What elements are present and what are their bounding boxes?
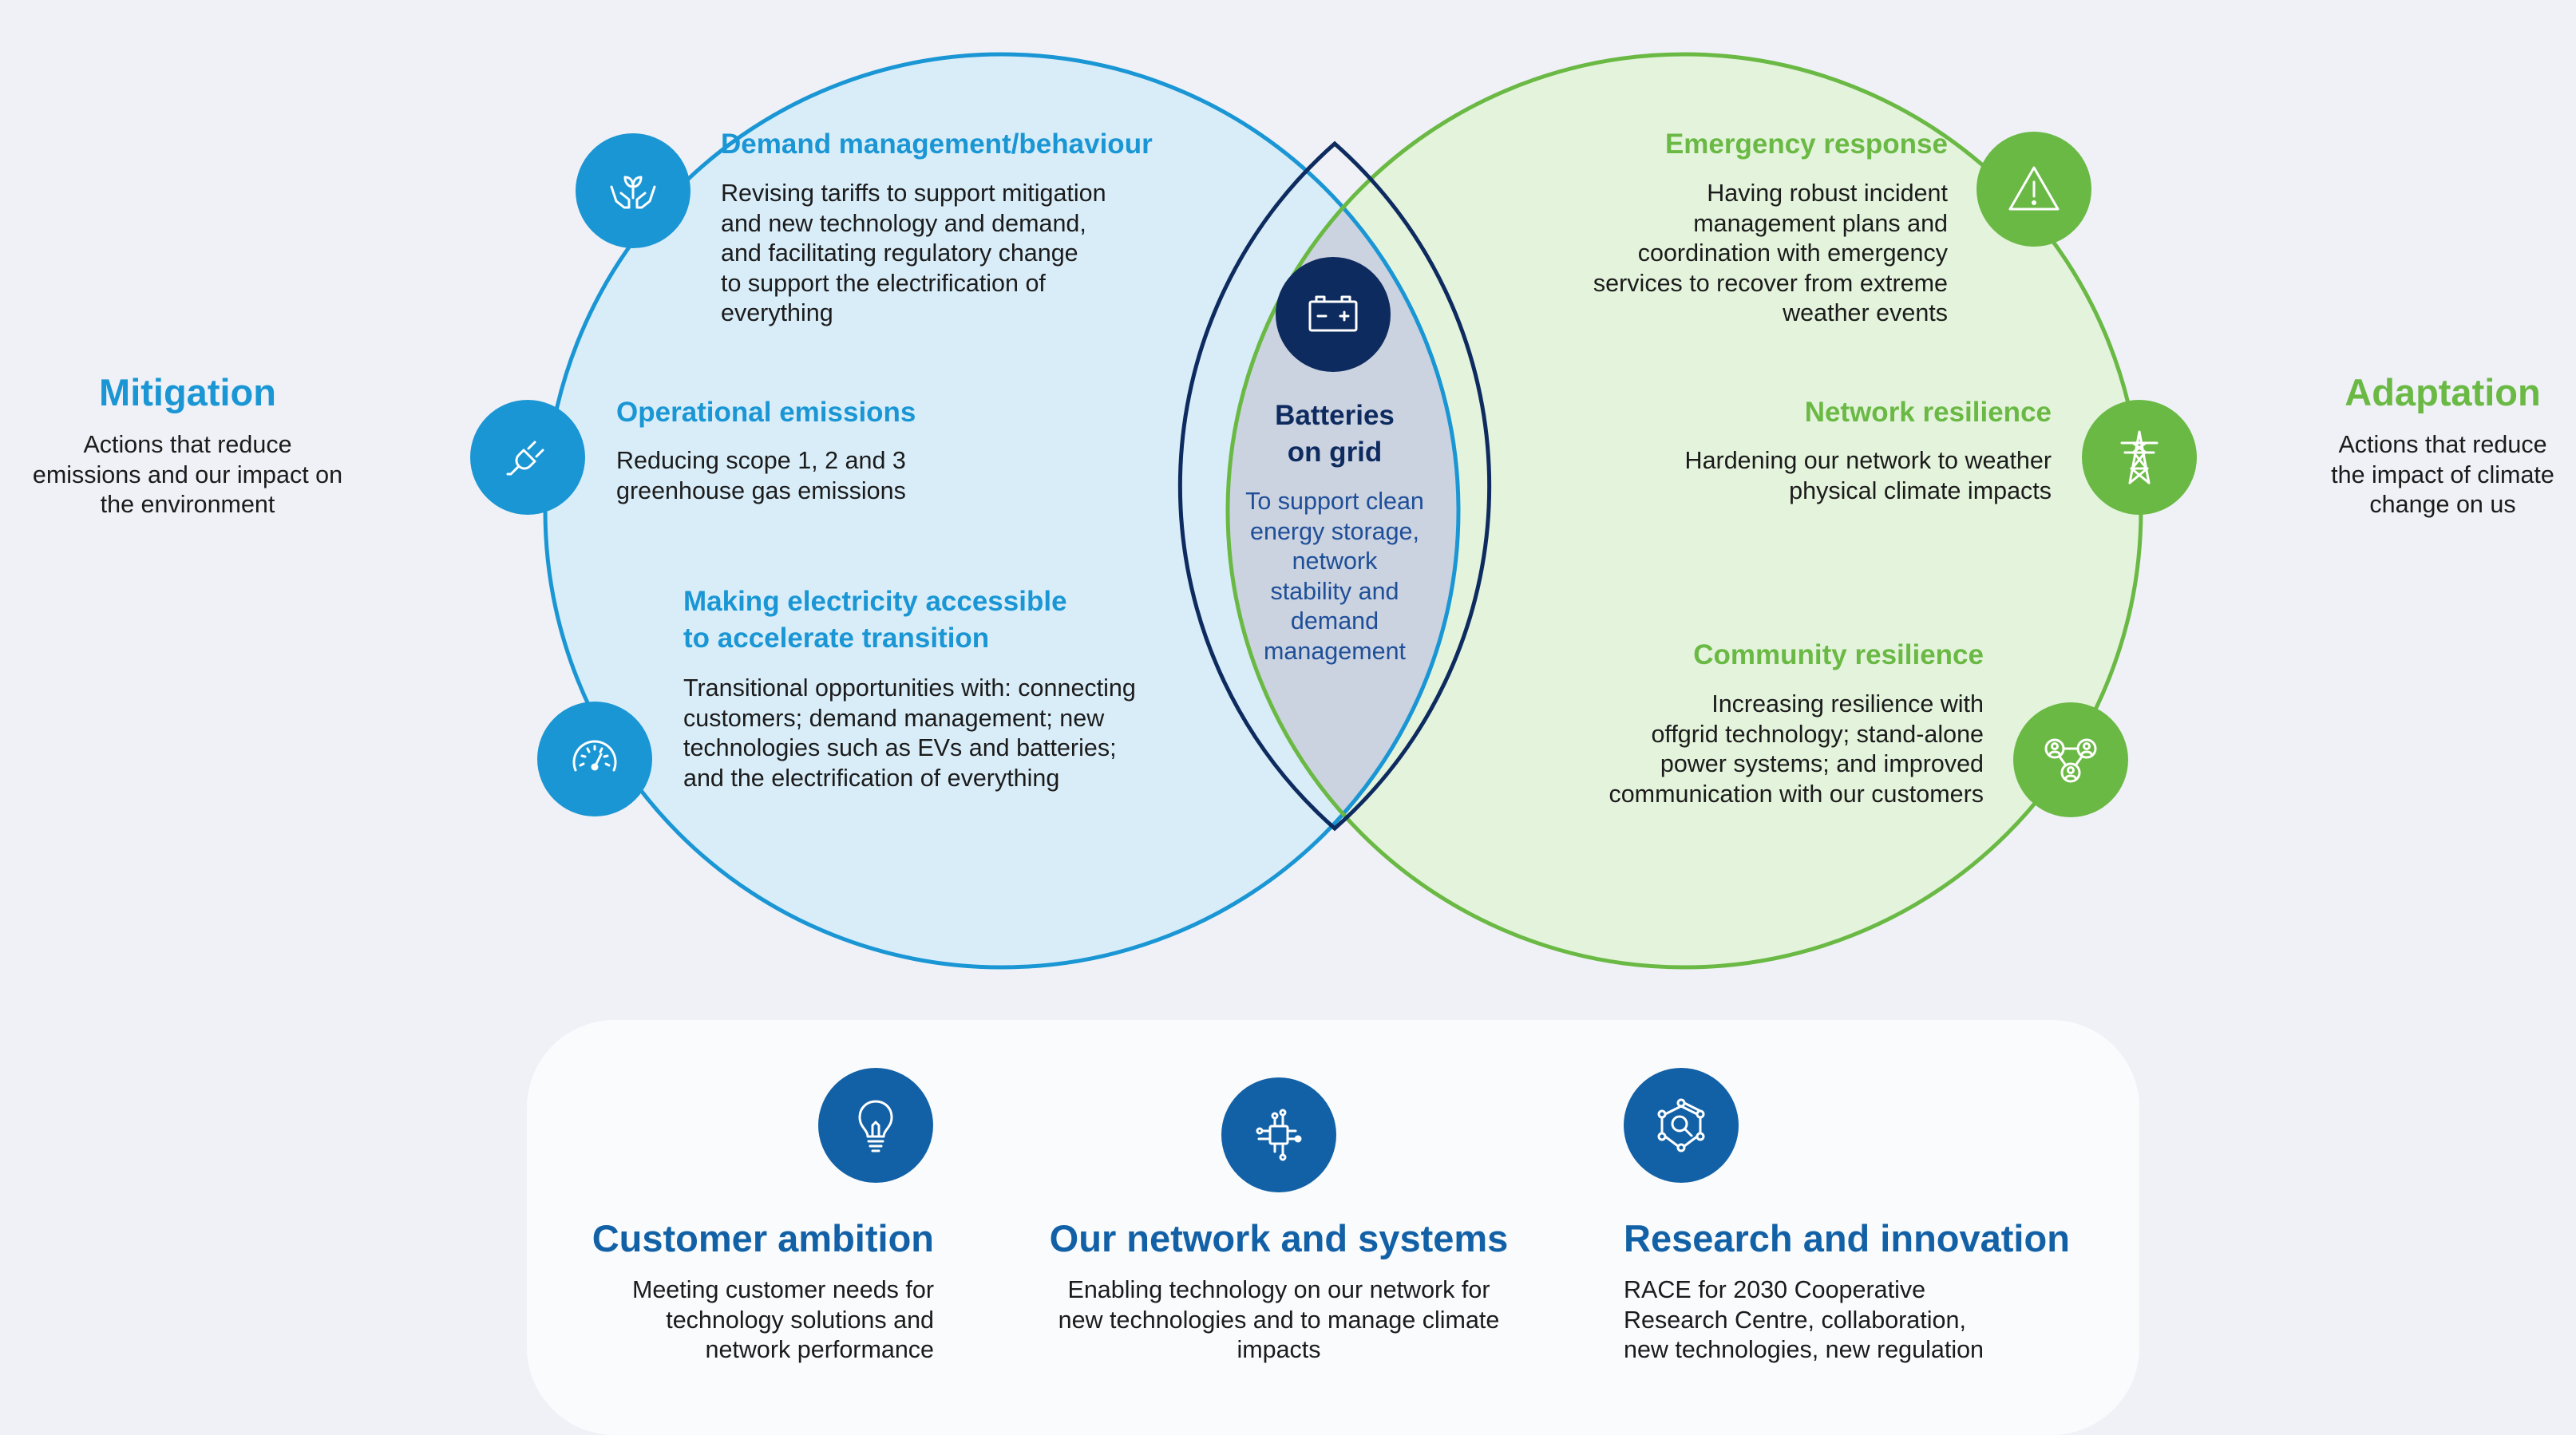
text-line: RACE for 2030 Cooperative: [1624, 1276, 1926, 1303]
research-innovation-title: Research and innovation: [1624, 1217, 2070, 1259]
text-line: services to recover from extreme: [1593, 269, 1948, 297]
operational-emissions-title: Operational emissions: [616, 394, 916, 431]
transmission-tower-icon: [2082, 400, 2197, 515]
electricity-accessible-title: Making electricity accessible to acceler…: [683, 583, 1067, 657]
text-line: Transitional opportunities with: connect…: [683, 674, 1136, 702]
adaptation-description: Actions that reduce the impact of climat…: [2259, 430, 2576, 520]
hands-plant-icon: [576, 133, 690, 248]
batteries-title: Batteries on grid: [1197, 397, 1472, 471]
community-resilience-title: Community resilience: [1505, 637, 1984, 674]
text-line: communication with our customers: [1609, 780, 1984, 808]
text-line: demand: [1290, 607, 1379, 634]
community-icon: [2013, 702, 2128, 817]
demand-management-title: Demand management/behaviour: [721, 126, 1153, 163]
electricity-accessible-body: Transitional opportunities with: connect…: [683, 674, 1136, 793]
text-line: and the electrification of everything: [683, 764, 1060, 792]
operational-emissions-body: Reducing scope 1, 2 and 3 greenhouse gas…: [616, 446, 906, 506]
text-line: Revising tariffs to support mitigation: [721, 180, 1106, 207]
plug-icon: [470, 400, 585, 515]
adaptation-circle: [1228, 54, 2141, 967]
overlap-outline: [1177, 140, 1492, 832]
text-line: Reducing scope 1, 2 and 3: [616, 447, 906, 474]
text-line: To support clean: [1245, 488, 1424, 515]
text-line: Actions that reduce: [83, 431, 292, 458]
text-line: energy storage,: [1250, 517, 1419, 545]
text-line: on grid: [1287, 437, 1383, 468]
text-line: Batteries: [1275, 400, 1395, 431]
pillars-card: [527, 1020, 2139, 1435]
network-systems-title: Our network and systems: [1049, 1217, 1509, 1259]
adaptation-heading: Adaptation: [2345, 371, 2541, 413]
demand-management-body: Revising tariffs to support mitigation a…: [721, 179, 1106, 329]
text-line: new technologies and to manage climate: [1058, 1306, 1500, 1334]
text-line: physical climate impacts: [1789, 476, 2052, 504]
text-line: Network resilience: [1804, 397, 2052, 428]
speedometer-icon: [537, 702, 652, 816]
text-line: the impact of climate: [2331, 461, 2554, 488]
text-line: network: [1292, 548, 1378, 575]
emergency-response-body: Having robust incident management plans …: [1469, 179, 1948, 329]
text-line: to support the electrification of: [721, 269, 1046, 297]
network-resilience-body: Hardening our network to weather physica…: [1573, 446, 2052, 506]
text-line: the environment: [100, 491, 275, 518]
text-line: management plans and: [1693, 209, 1948, 237]
text-line: and new technology and demand,: [721, 209, 1086, 237]
network-resilience-title: Network resilience: [1573, 394, 2052, 431]
text-line: Increasing resilience with: [1711, 690, 1984, 718]
text-line: Enabling technology on our network for: [1067, 1276, 1490, 1303]
customer-ambition-body: Meeting customer needs for technology so…: [511, 1275, 934, 1366]
text-line: impacts: [1237, 1336, 1321, 1363]
text-line: weather events: [1783, 299, 1948, 326]
text-line: greenhouse gas emissions: [616, 476, 906, 504]
text-line: Actions that reduce: [2338, 431, 2547, 458]
text-line: technologies such as EVs and batteries;: [683, 734, 1117, 761]
network-systems-body: Enabling technology on our network for n…: [1007, 1275, 1550, 1366]
circuit-chip-icon: [1221, 1077, 1336, 1192]
text-line: power systems; and improved: [1660, 750, 1984, 777]
text-line: Having robust incident: [1707, 180, 1948, 207]
community-resilience-body: Increasing resilience with offgrid techn…: [1505, 690, 1984, 809]
text-line: coordination with emergency: [1637, 239, 1948, 267]
mitigation-description: Actions that reduce emissions and our im…: [0, 430, 375, 520]
research-innovation-body: RACE for 2030 Cooperative Research Centr…: [1624, 1275, 1984, 1366]
text-line: and facilitating regulatory change: [721, 239, 1078, 267]
lightbulb-icon: [818, 1068, 933, 1183]
text-line: technology solutions and: [666, 1306, 934, 1334]
text-line: Research Centre, collaboration,: [1624, 1306, 1966, 1334]
text-line: Demand management/behaviour: [721, 128, 1153, 160]
research-network-icon: [1624, 1068, 1739, 1183]
text-line: stability and: [1270, 577, 1399, 605]
emergency-response-title: Emergency response: [1469, 126, 1948, 163]
text-line: network performance: [705, 1336, 935, 1363]
text-line: Making electricity accessible: [683, 586, 1067, 617]
customer-ambition-title: Customer ambition: [592, 1217, 934, 1259]
text-line: Hardening our network to weather: [1684, 447, 2052, 474]
text-line: Emergency response: [1664, 128, 1948, 160]
text-line: offgrid technology; stand-alone: [1651, 720, 1984, 748]
text-line: management: [1263, 637, 1407, 665]
battery-icon: [1276, 257, 1391, 372]
venn-diagram: [543, 52, 2143, 970]
text-line: everything: [721, 299, 833, 326]
mitigation-heading: Mitigation: [99, 371, 276, 413]
text-line: Meeting customer needs for: [631, 1276, 934, 1303]
batteries-body: To support clean energy storage, network…: [1197, 487, 1472, 666]
text-line: new technologies, new regulation: [1624, 1336, 1984, 1363]
warning-triangle-icon: [1977, 132, 2091, 247]
text-line: customers; demand management; new: [683, 704, 1105, 732]
text-line: change on us: [2369, 491, 2516, 518]
text-line: Operational emissions: [616, 397, 916, 428]
text-line: Community resilience: [1693, 639, 1984, 670]
text-line: to accelerate transition: [683, 623, 990, 654]
text-line: emissions and our impact on: [32, 461, 343, 488]
